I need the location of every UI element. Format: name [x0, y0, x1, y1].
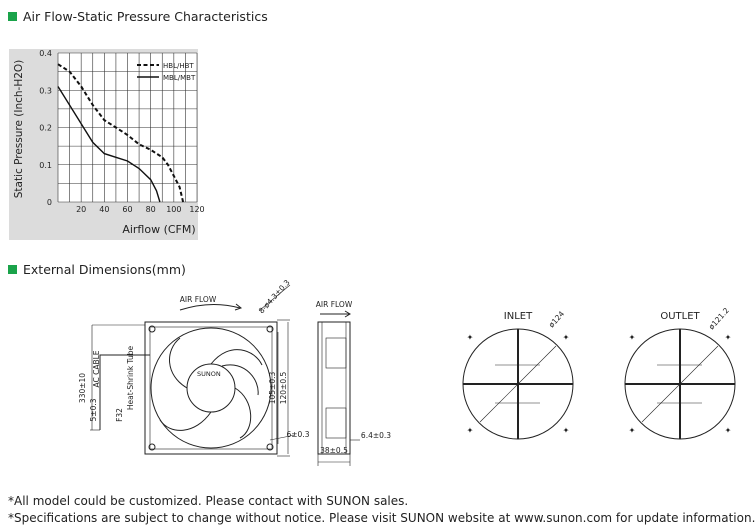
dim-120-label: 120±0.5: [279, 372, 288, 405]
series-line-hbl-hbt: [57, 63, 185, 203]
dim-6-label: 6±0.3: [287, 430, 310, 439]
dimensions-drawing: AIR FLOW 8-ø4.3±0.3 SUNON 330±10 AC CABL…: [78, 278, 736, 466]
cable-path: [99, 354, 150, 430]
side-air-flow-label: AIR FLOW: [316, 300, 353, 309]
svg-text:✦: ✦: [563, 426, 570, 435]
hole-leader: [259, 284, 291, 311]
fan-frame: [144, 321, 278, 455]
svg-text:✦: ✦: [467, 426, 474, 435]
legend-label: HBL/HBT: [163, 62, 194, 70]
svg-text:✦: ✦: [563, 333, 570, 342]
mount-hole: [266, 443, 274, 451]
outlet-dia-label: ø121.2: [707, 306, 731, 332]
chart-ticks: 20 40 60 80 100 120 0 0.1 0.2 0.3 0.4: [39, 49, 204, 214]
footer-note-specifications: *Specifications are subject to change wi…: [8, 511, 755, 525]
chart-legend: HBL/HBT MBL/MBT: [137, 62, 196, 82]
x-tick-label: 40: [99, 205, 109, 214]
series-line-mbl-mbt: [57, 86, 161, 203]
y-axis-label: Static Pressure (Inch-H2O): [13, 60, 25, 199]
svg-text:✦: ✦: [467, 333, 474, 342]
inlet-holes: ✦ ✦ ✦ ✦: [467, 333, 570, 435]
side-slot: [325, 407, 347, 439]
outlet-view: [624, 328, 736, 440]
mount-hole: [266, 325, 274, 333]
x-tick-label: 120: [189, 205, 204, 214]
airflow-chart: 20 40 60 80 100 120 0 0.1 0.2 0.3 0.4 HBL/HBT MBL/M…: [9, 49, 205, 240]
fan-side-view: [317, 310, 360, 466]
x-tick-label: 80: [146, 205, 156, 214]
x-tick-label: 60: [122, 205, 132, 214]
mount-hole: [148, 443, 156, 451]
y-tick-label: 0: [47, 198, 52, 207]
air-flow-arrow: [179, 304, 241, 311]
brand-label: SUNON: [197, 370, 221, 378]
svg-text:✦: ✦: [629, 426, 636, 435]
side-slot: [325, 337, 347, 369]
fan-front-view: [90, 284, 296, 457]
dim-105-label: 105±0.3: [268, 372, 277, 405]
outlet-dia-line: [641, 345, 719, 423]
section-marker-icon: [8, 265, 17, 274]
chart-series: [57, 63, 185, 203]
x-tick-label: 20: [76, 205, 86, 214]
x-tick-label: 100: [166, 205, 181, 214]
y-tick-label: 0.3: [39, 86, 52, 95]
fan-blade-circle: [150, 327, 272, 449]
tube-label: Heat-Shrink Tube: [126, 346, 135, 411]
inlet-view: [462, 328, 574, 440]
five-label: 5±0.3: [89, 398, 98, 421]
hole-label: 8-ø4.3±0.3: [257, 278, 292, 316]
arrow-head: [234, 303, 243, 311]
svg-text:✦: ✦: [725, 333, 732, 342]
y-tick-label: 0.4: [39, 49, 52, 58]
cable-length-label: 330±10: [78, 373, 87, 403]
y-tick-label: 0.2: [39, 124, 52, 133]
footer-note-customization: *All model could be customized. Please c…: [8, 494, 409, 508]
cable-type-label: AC CABLE: [92, 350, 101, 387]
dimensions-title-text: External Dimensions(mm): [23, 262, 186, 277]
dim-38-label: 38±0.5: [320, 446, 348, 455]
cable-dim-line: [91, 324, 145, 430]
legend-label: MBL/MBT: [163, 74, 196, 82]
fan-blades: [159, 337, 263, 439]
dimensions-section-title: External Dimensions(mm): [8, 262, 186, 277]
chart-svg: 20 40 60 80 100 120 0 0.1 0.2 0.3 0.4 HBL/HBT MBL/M…: [13, 49, 205, 236]
dim-64-label: 6.4±0.3: [361, 431, 391, 440]
y-tick-label: 0.1: [39, 161, 52, 170]
inlet-dia-label: ø124: [547, 309, 566, 329]
svg-text:✦: ✦: [725, 426, 732, 435]
f32-label: F32: [115, 408, 124, 422]
inlet-dia-line: [479, 345, 557, 423]
fan-inner-frame: [149, 326, 273, 450]
inlet-label: INLET: [504, 311, 533, 322]
side-arrow-head: [344, 310, 351, 318]
x-axis-label: Airflow (CFM): [122, 223, 195, 236]
outlet-holes: ✦ ✦ ✦ ✦: [629, 333, 732, 435]
side-frame: [317, 321, 351, 455]
mount-hole: [148, 325, 156, 333]
airflow-section-title: Air Flow-Static Pressure Characteristics: [8, 9, 268, 24]
svg-text:✦: ✦: [629, 333, 636, 342]
outlet-label: OUTLET: [660, 311, 700, 322]
section-marker-icon: [8, 12, 17, 21]
dim-6-line: [269, 434, 296, 441]
airflow-title-text: Air Flow-Static Pressure Characteristics: [23, 9, 268, 24]
air-flow-label: AIR FLOW: [180, 295, 217, 304]
